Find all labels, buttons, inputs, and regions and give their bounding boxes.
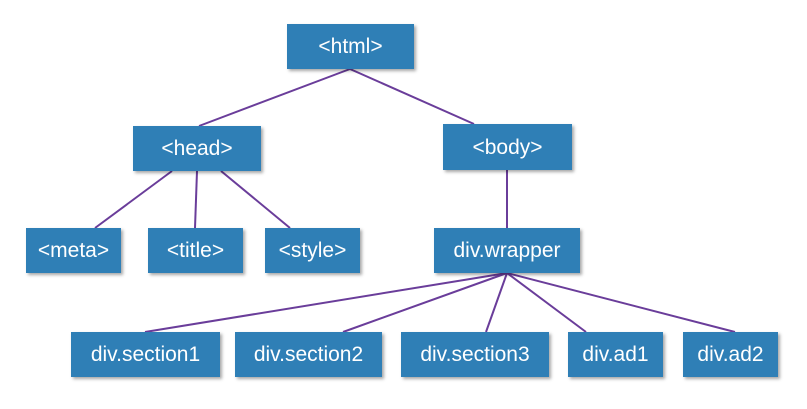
node-div-section3: div.section3 xyxy=(401,332,549,377)
edge-wrapper-section2 xyxy=(342,272,508,333)
edge-wrapper-ad1 xyxy=(506,272,587,333)
node-div-ad2: div.ad2 xyxy=(683,332,778,377)
node-title: <title> xyxy=(148,228,243,273)
node-html: <html> xyxy=(287,24,414,69)
node-head: <head> xyxy=(133,126,261,171)
edge-wrapper-section1 xyxy=(144,272,508,333)
edge-wrapper-section3 xyxy=(485,272,508,333)
edge-wrapper-ad2 xyxy=(506,272,736,333)
edge-html-head xyxy=(198,68,351,127)
node-div-wrapper: div.wrapper xyxy=(434,228,580,273)
node-style: <style> xyxy=(265,228,360,273)
edge-html-body xyxy=(349,68,475,125)
node-meta: <meta> xyxy=(26,228,121,273)
edge-head-title xyxy=(194,170,198,229)
node-div-section1: div.section1 xyxy=(71,332,220,377)
node-div-section2: div.section2 xyxy=(235,332,382,377)
node-div-ad1: div.ad1 xyxy=(568,332,663,377)
edge-head-meta xyxy=(94,170,173,229)
edge-head-style xyxy=(220,170,291,229)
node-body: <body> xyxy=(443,124,572,170)
